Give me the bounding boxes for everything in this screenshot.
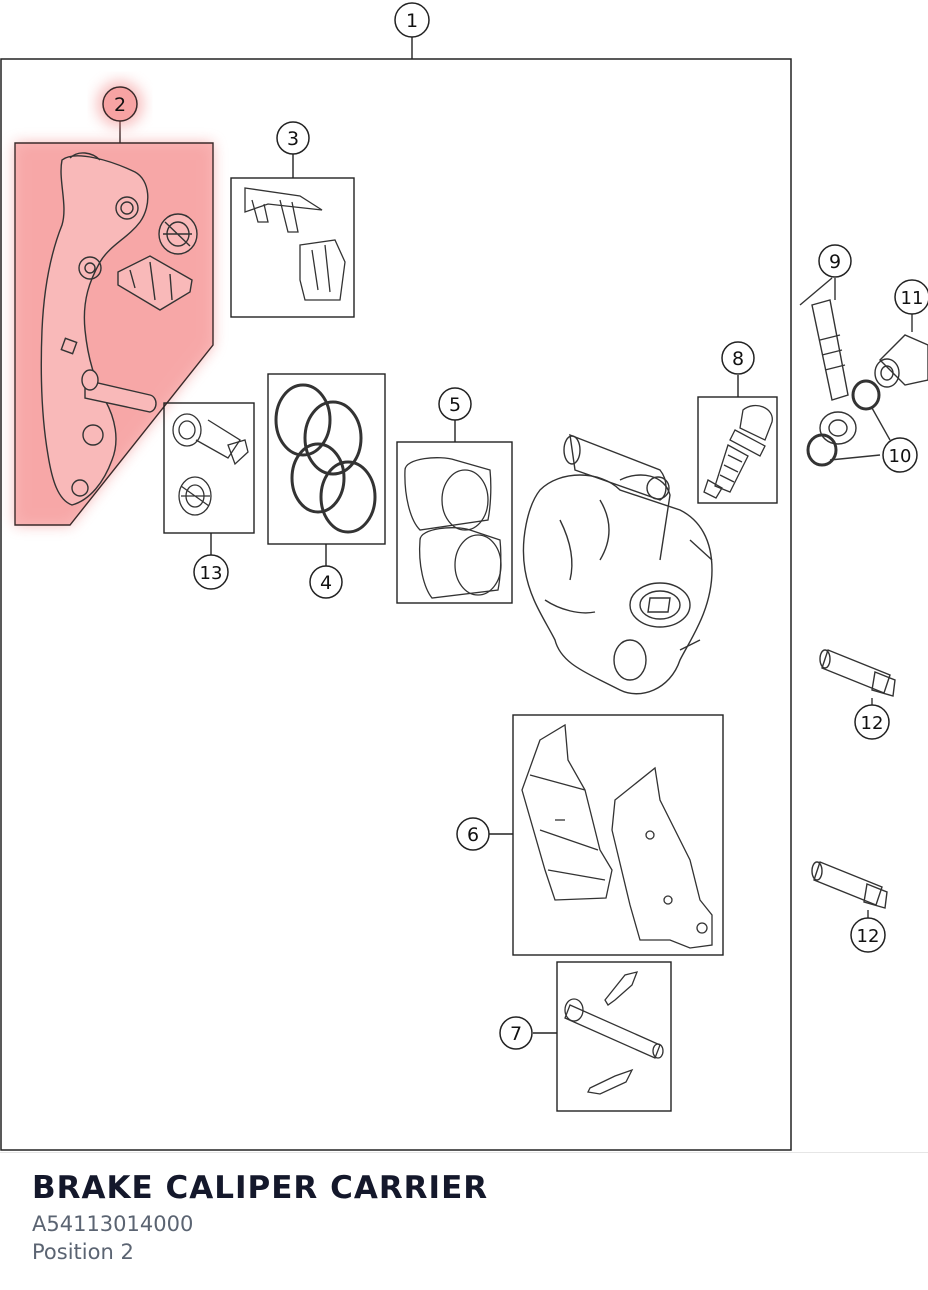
svg-text:7: 7 xyxy=(510,1023,522,1045)
pistons-drawing xyxy=(404,457,502,599)
caliper-body-drawing xyxy=(522,433,713,695)
svg-text:13: 13 xyxy=(200,563,223,584)
callout-9[interactable]: 9 xyxy=(818,244,852,278)
part-5-box[interactable] xyxy=(396,420,513,604)
part-6-box[interactable] xyxy=(489,714,724,956)
part-8-box[interactable] xyxy=(697,375,778,504)
caption-divider xyxy=(0,1152,928,1153)
svg-text:1: 1 xyxy=(406,10,418,32)
svg-text:11: 11 xyxy=(901,288,924,309)
callout-1[interactable]: 1 xyxy=(394,2,430,38)
sealing-rings-drawing xyxy=(806,379,891,467)
brake-pads-drawing xyxy=(521,723,713,949)
svg-text:5: 5 xyxy=(449,394,461,416)
svg-text:8: 8 xyxy=(732,348,744,370)
part-7-box[interactable] xyxy=(533,961,672,1112)
callout-8[interactable]: 8 xyxy=(721,341,755,375)
svg-text:2: 2 xyxy=(114,94,126,116)
callout-10[interactable]: 10 xyxy=(882,437,918,473)
part-4-box[interactable] xyxy=(267,373,386,566)
bolt-lower-drawing xyxy=(811,861,888,918)
brake-line-drawing xyxy=(799,277,857,445)
seal-rings-drawing xyxy=(274,383,377,534)
part-3-box[interactable] xyxy=(230,153,355,318)
svg-text:3: 3 xyxy=(287,128,299,150)
part-number: A54113014000 xyxy=(32,1212,194,1236)
svg-text:6: 6 xyxy=(467,824,479,846)
pad-spring-drawing xyxy=(244,187,346,301)
callout-13[interactable]: 13 xyxy=(193,554,229,590)
assembly-frame xyxy=(0,37,792,1151)
svg-text:4: 4 xyxy=(320,572,332,594)
svg-text:12: 12 xyxy=(861,713,884,734)
bleeder-valve-drawing xyxy=(172,413,249,516)
callout-2[interactable]: 2 xyxy=(97,81,143,127)
part-position: Position 2 xyxy=(32,1240,134,1264)
callout-12-upper[interactable]: 12 xyxy=(854,704,890,740)
banjo-bolt-drawing xyxy=(874,314,928,388)
callout-5[interactable]: 5 xyxy=(438,387,472,421)
svg-text:9: 9 xyxy=(829,251,841,273)
callout-6[interactable]: 6 xyxy=(456,817,490,851)
pad-pin-drawing xyxy=(564,971,664,1095)
exploded-parts-diagram: 1 2 3 4 5 6 7 8 9 10 11 12 xyxy=(0,2,928,1151)
bolt-upper-drawing xyxy=(819,649,896,706)
callout-11[interactable]: 11 xyxy=(894,279,928,315)
bleeder-screw-drawing xyxy=(703,405,773,499)
caliper-carrier-drawing xyxy=(40,152,198,506)
callout-3[interactable]: 3 xyxy=(276,121,310,155)
part-13-box[interactable] xyxy=(163,402,255,556)
part-caption: BRAKE CALIPER CARRIER A54113014000 Posit… xyxy=(32,1166,488,1266)
svg-text:10: 10 xyxy=(889,446,912,467)
part-title: BRAKE CALIPER CARRIER xyxy=(32,1170,489,1206)
callout-12-lower[interactable]: 12 xyxy=(850,917,886,953)
svg-text:12: 12 xyxy=(857,926,880,947)
callout-7[interactable]: 7 xyxy=(499,1016,533,1050)
callout-4[interactable]: 4 xyxy=(309,565,343,599)
